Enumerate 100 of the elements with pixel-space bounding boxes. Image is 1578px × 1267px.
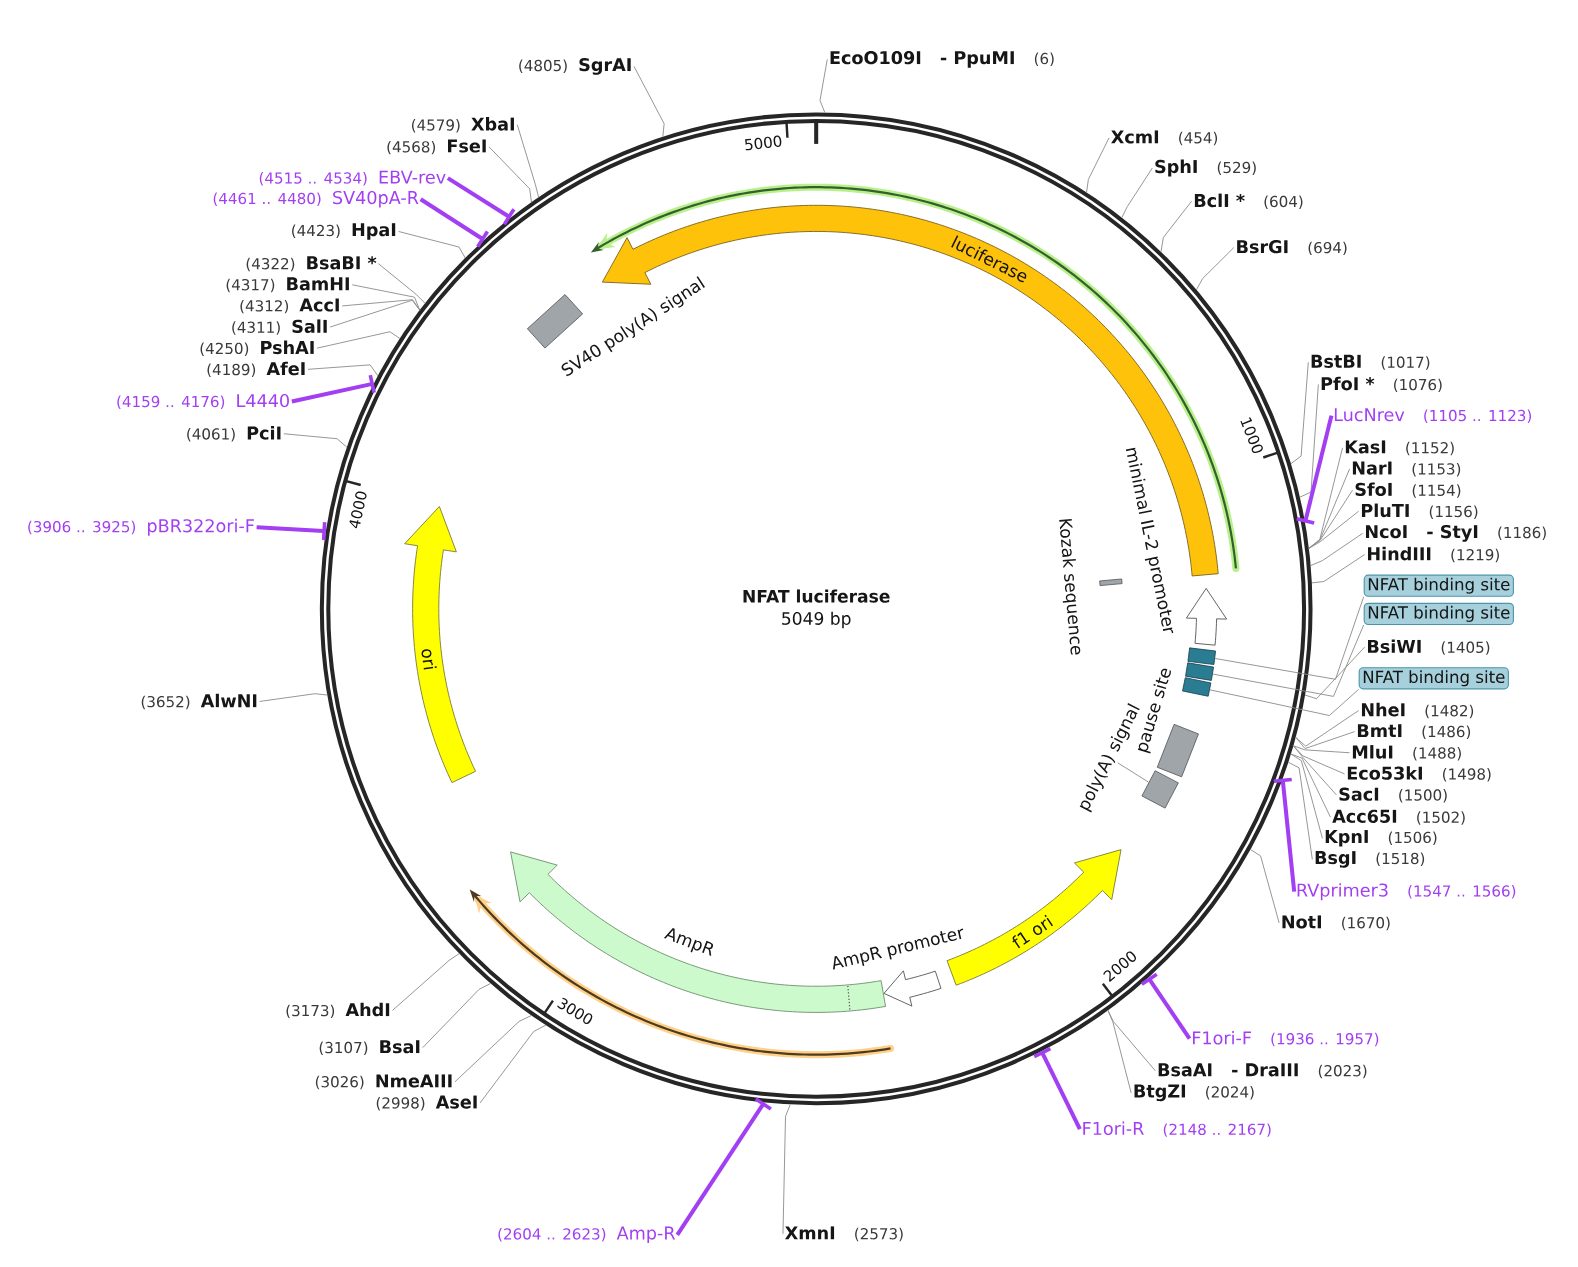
- primer-label: F1ori-F (1936 .. 1957): [1193, 1030, 1379, 1047]
- site-label: PfoI * (1076): [1321, 376, 1442, 393]
- leader-line: [1308, 510, 1360, 549]
- leader-line: [392, 953, 460, 1011]
- leader-line: [351, 284, 421, 311]
- site-label: MluI (1488): [1352, 745, 1461, 761]
- binding-site-block: [1187, 647, 1216, 665]
- primer-label: F1ori-R (2148 .. 2167): [1083, 1121, 1271, 1137]
- leader-line: [1310, 532, 1364, 567]
- leader-line: [1304, 646, 1366, 700]
- leader-line: [516, 124, 540, 198]
- leader-line: [1160, 200, 1193, 253]
- leader-line: [1292, 745, 1337, 796]
- leader-line: [1107, 1009, 1132, 1094]
- leader-line: [1290, 361, 1309, 465]
- site-label: BstBI (1017): [1311, 354, 1430, 370]
- site-label: (4805) SgrAI: [519, 58, 631, 75]
- leader-line: [329, 299, 421, 328]
- leader-line: [675, 1097, 772, 1236]
- binding-site-block: [1185, 662, 1214, 681]
- leader-line: [633, 65, 665, 138]
- leader-line: [1107, 1009, 1156, 1072]
- site-label: Eco53kI (1498): [1347, 766, 1491, 782]
- site-label: (4189) AfeI: [207, 361, 305, 377]
- site-label: (4061) PciI: [187, 426, 281, 442]
- leader-line: [1121, 167, 1153, 219]
- leader-line: [782, 1104, 791, 1235]
- leader-line: [398, 231, 466, 259]
- site-label: (4423) HpaI: [292, 223, 396, 240]
- feature-box: [1141, 770, 1179, 809]
- primer-label: (2604 .. 2623) Amp-R: [498, 1226, 676, 1244]
- leader-line: [1290, 753, 1331, 818]
- site-label: SfoI (1154): [1355, 482, 1461, 498]
- feature-label: pause site: [1137, 668, 1171, 754]
- site-label: (3107) BsaI: [319, 1040, 420, 1056]
- leader-line: [307, 364, 379, 377]
- site-label: BsgI (1518): [1315, 851, 1425, 868]
- leader-line: [1308, 489, 1354, 549]
- site-label: KpnI (1506): [1325, 830, 1437, 847]
- site-label: BsrGI (694): [1237, 240, 1347, 256]
- leader-line: [454, 1015, 532, 1083]
- feature-tag: NFAT binding site: [1363, 574, 1514, 597]
- site-label: EcoO109I - PpuMI (6): [830, 51, 1054, 68]
- leader-line: [283, 433, 348, 448]
- site-label: (2998) AseI: [376, 1095, 477, 1111]
- leader-line: [1117, 762, 1150, 783]
- leader-line: [1308, 447, 1343, 549]
- feature-tag: NFAT binding site: [1363, 602, 1514, 625]
- site-label: PluTI (1156): [1361, 503, 1478, 519]
- primer-label: (4159 .. 4176) L4440: [117, 394, 289, 410]
- site-label: (4317) BamHI: [226, 277, 349, 293]
- tick-label: 4000: [349, 491, 367, 529]
- leader-line: [1292, 745, 1351, 754]
- leader-line: [341, 299, 421, 311]
- site-label: (3026) NmeAIII: [315, 1074, 452, 1090]
- leader-line: [1311, 554, 1366, 584]
- site-label: KasI (1152): [1345, 440, 1454, 456]
- leader-line: [1249, 849, 1280, 924]
- feature-band: ori: [404, 506, 476, 784]
- feature-tag: NFAT binding site: [1358, 667, 1509, 690]
- binding-site-block: [1182, 677, 1212, 697]
- leader-line: [479, 1024, 547, 1104]
- tick-label: 5000: [745, 135, 782, 151]
- site-label: BmtI (1486): [1357, 724, 1471, 740]
- site-label: NcoI - StyI (1186): [1366, 524, 1546, 542]
- site-label: BsiWI (1405): [1368, 639, 1490, 655]
- site-label: NotI (1670): [1282, 915, 1390, 931]
- leader-line: [316, 331, 401, 349]
- site-label: NheI (1482): [1361, 702, 1474, 719]
- leader-line: [291, 374, 376, 404]
- site-label: XmnI (2573): [785, 1226, 903, 1242]
- leader-line: [1287, 761, 1313, 860]
- leader-line: [1296, 415, 1334, 525]
- leader-line: [1214, 596, 1365, 680]
- site-label: XcmI (454): [1111, 130, 1218, 146]
- leader-line: [422, 983, 491, 1049]
- primer-label: LucNrev (1105 .. 1123): [1334, 408, 1531, 424]
- leader-line: [819, 58, 828, 114]
- primer-label: RVprimer3 (1547 .. 1566): [1297, 883, 1516, 901]
- leader-line: [1295, 731, 1356, 749]
- primer-label: (3906 .. 3925) pBR322ori-F: [28, 518, 254, 536]
- site-label: (3173) AhdI: [286, 1002, 390, 1019]
- site-label: NarI (1153): [1352, 461, 1461, 477]
- feature-label: AmpR: [663, 928, 714, 956]
- site-label: (4579) XbaI: [412, 117, 514, 133]
- leader-line: [1299, 383, 1319, 498]
- site-label: (4568) FseI: [387, 139, 486, 155]
- leader-line: [1033, 1047, 1082, 1131]
- site-label: SphI (529): [1155, 159, 1256, 177]
- leader-line: [1195, 247, 1235, 291]
- leader-line: [488, 146, 532, 203]
- leader-line: [256, 522, 327, 541]
- leader-line: [259, 693, 328, 702]
- site-label: SacI (1500): [1339, 787, 1447, 803]
- leader-line: [1295, 710, 1360, 747]
- leader-line: [1209, 688, 1360, 716]
- tick-label: 1000: [1240, 417, 1263, 454]
- site-label: (4322) BsaBI *: [246, 256, 377, 272]
- site-label: (4312) AccI: [240, 298, 339, 314]
- leader-line: [1212, 624, 1365, 697]
